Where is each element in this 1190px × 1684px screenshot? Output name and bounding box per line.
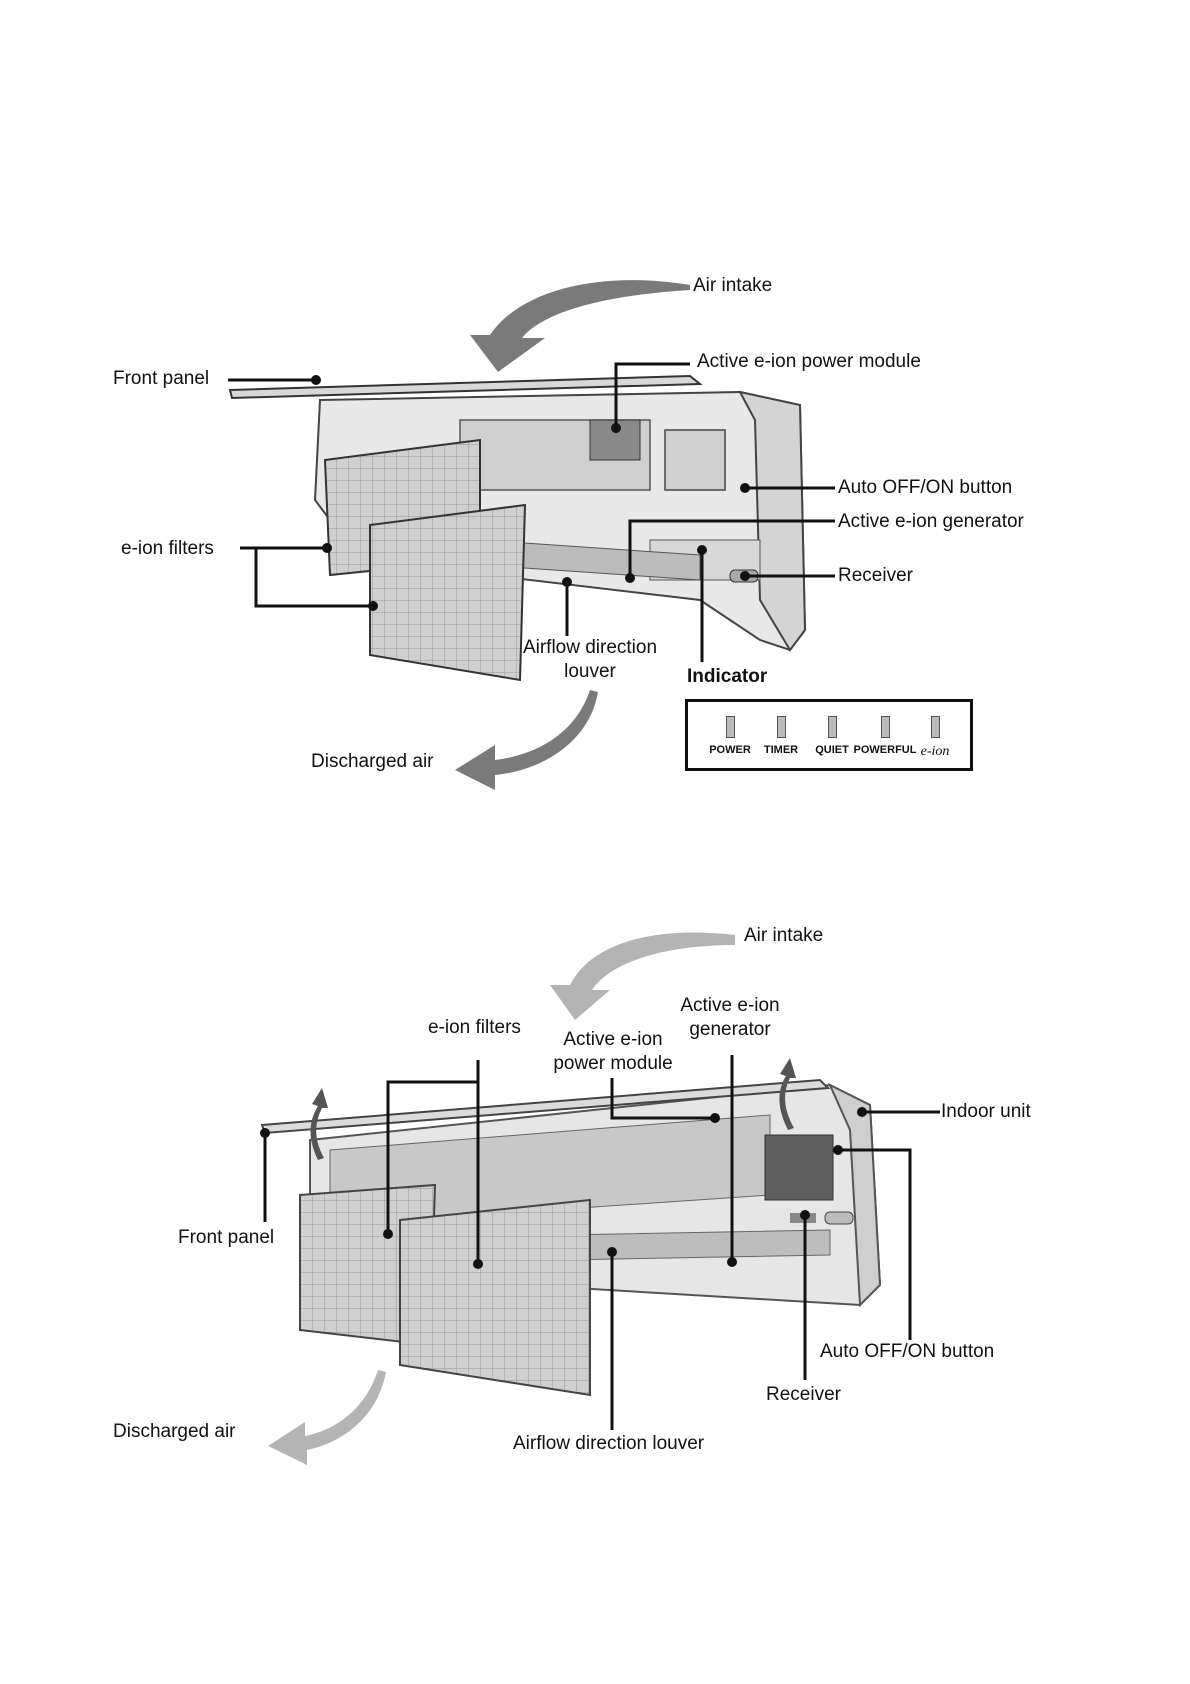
bottom-label-generator-line2: generator (689, 1019, 771, 1040)
top-label-front-panel: Front panel (113, 368, 210, 389)
indicator-lamp-powerful: POWERFUL (850, 716, 920, 756)
top-discharged-air-arrow (455, 690, 598, 790)
top-leader-lines (228, 362, 835, 662)
indicator-lamp-label: POWER (709, 744, 751, 756)
bottom-label-receiver: Receiver (766, 1384, 841, 1405)
indicator-lamp-light (776, 716, 786, 738)
indicator-lamp-label: TIMER (763, 744, 799, 756)
bottom-filter-front (399, 1198, 591, 1397)
top-label-power-module: Active e-ion power module (697, 351, 921, 372)
top-label-louver-line1: Airflow direction (522, 637, 658, 658)
indicator-lamp-quiet: QUIET (797, 716, 867, 756)
indicator-lamp-power: POWER (695, 716, 765, 756)
top-label-air-intake: Air intake (693, 275, 773, 296)
indicator-lamp-light (880, 716, 890, 738)
top-leader-dots (311, 375, 750, 611)
bottom-label-air-intake: Air intake (744, 925, 824, 946)
indicator-lamp-light (725, 716, 735, 738)
bottom-air-intake-arrow (550, 932, 735, 1020)
top-label-louver-line2: louver (564, 661, 616, 682)
bottom-label-generator-line1: Active e-ion (680, 995, 780, 1016)
top-air-intake-arrow (470, 280, 690, 372)
top-label-auto-button: Auto OFF/ON button (838, 477, 1013, 498)
top-label-receiver: Receiver (838, 565, 913, 586)
top-label-eion-generator: Active e-ion generator (838, 511, 1024, 532)
top-front-panel (228, 374, 703, 400)
bottom-discharged-air-arrow (268, 1370, 386, 1465)
indicator-lamp-eion: e-ion (900, 716, 970, 760)
indicator-lamp-label: POWERFUL (853, 744, 917, 756)
bottom-label-indoor-unit: Indoor unit (941, 1101, 1031, 1122)
indicator-lamp-light (827, 716, 837, 738)
indicator-panel: POWER TIMER QUIET POWERFUL e-ion (685, 699, 973, 771)
bottom-label-front-panel: Front panel (178, 1227, 275, 1248)
bottom-label-discharged-air: Discharged air (113, 1421, 236, 1442)
bottom-label-auto-button: Auto OFF/ON button (820, 1341, 995, 1362)
indicator-lamp-label: QUIET (815, 744, 849, 756)
bottom-unit-illustration (260, 932, 882, 1465)
bottom-label-power-module-line1: Active e-ion (563, 1029, 663, 1050)
indicator-lamp-light (930, 716, 940, 738)
bottom-label-eion-filters: e-ion filters (428, 1017, 521, 1038)
top-filter-front (369, 503, 527, 682)
bottom-leader-lines (263, 1055, 940, 1430)
bottom-label-power-module-line2: power module (553, 1053, 673, 1074)
bottom-label-louver: Airflow direction louver (513, 1433, 705, 1454)
indicator-lamp-timer: TIMER (746, 716, 816, 756)
top-label-eion-filters: e-ion filters (121, 538, 214, 559)
bottom-leader-dots (260, 1107, 867, 1269)
top-label-indicator: Indicator (687, 666, 768, 687)
indicator-lamp-label: e-ion (920, 744, 950, 759)
top-label-discharged-air: Discharged air (311, 751, 434, 772)
